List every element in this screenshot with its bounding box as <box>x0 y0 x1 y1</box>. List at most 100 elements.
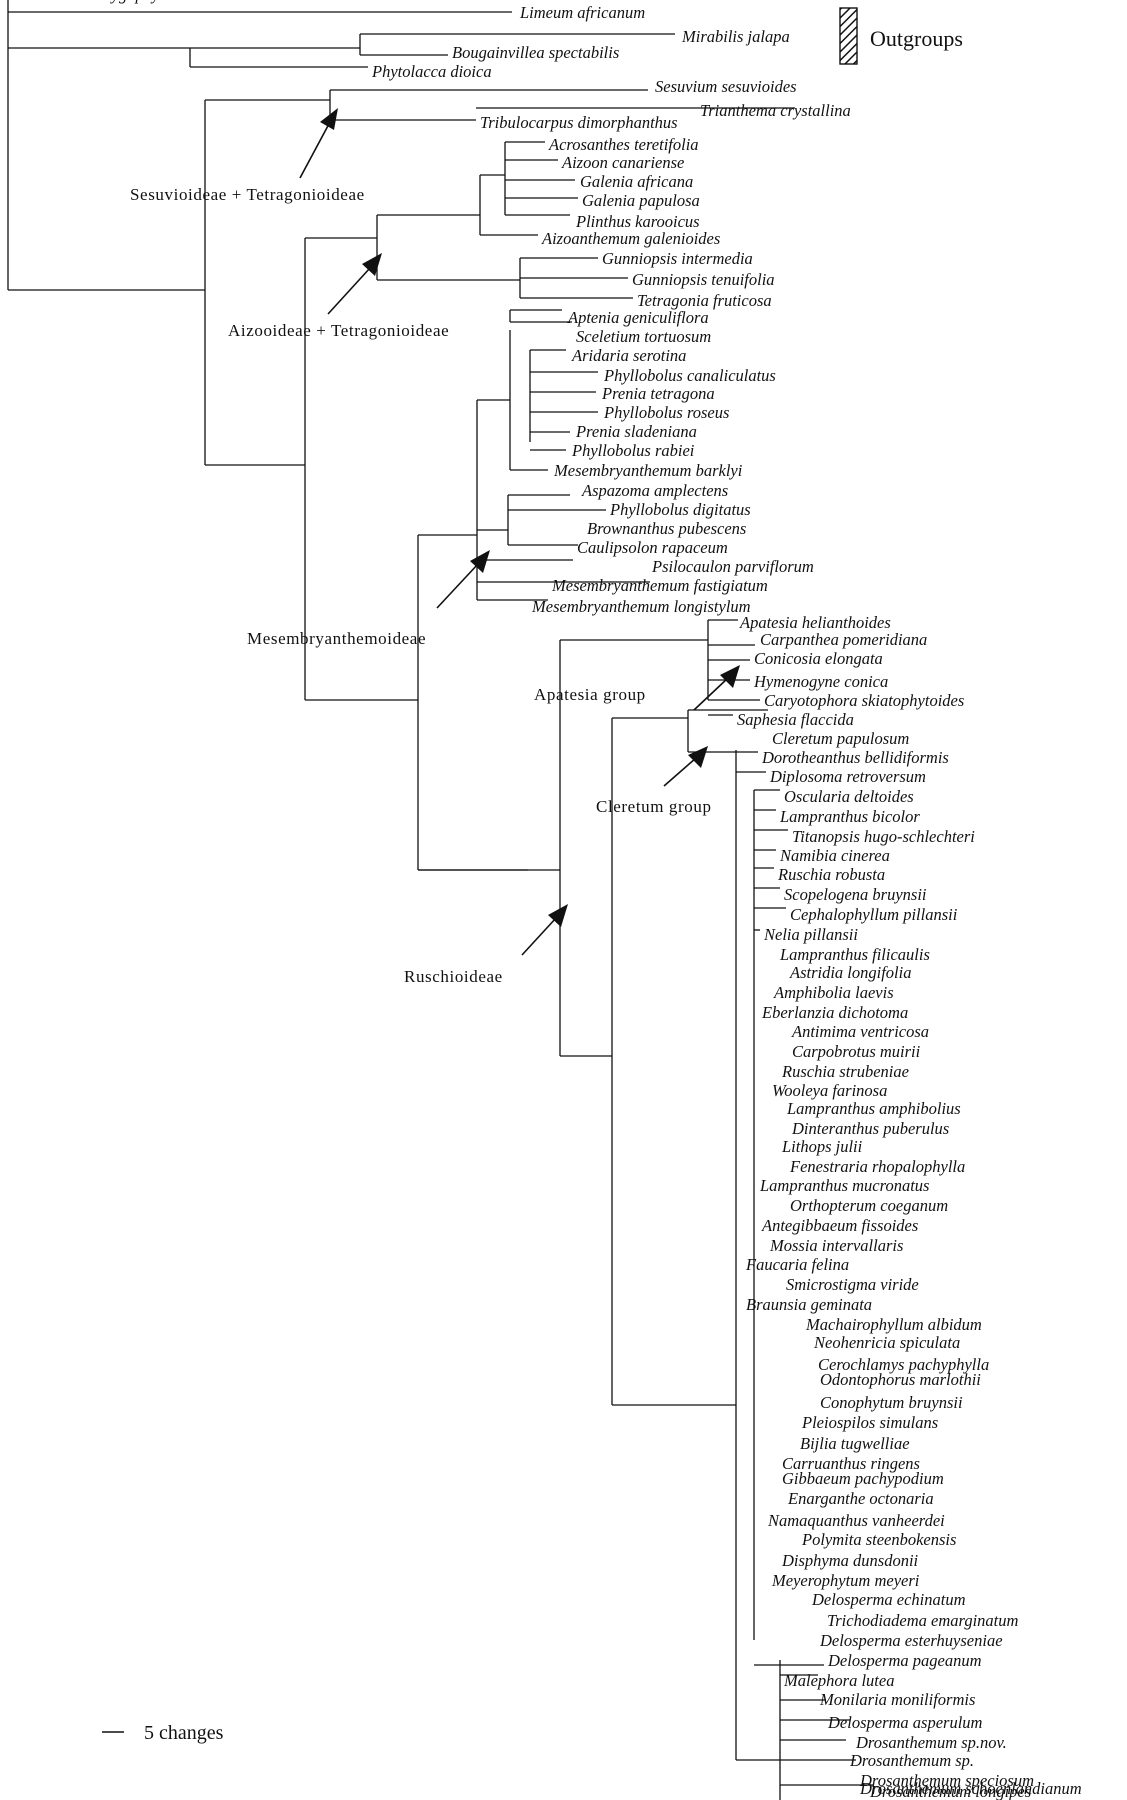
taxon-label: Phyllobolus digitatus <box>609 500 751 519</box>
taxon-label: Cerochlamys pachyphylla <box>818 1355 989 1374</box>
group-label-aizooideae: Aizooideae + Tetragonioideae <box>228 321 449 340</box>
arrow-cleretum <box>663 757 697 787</box>
taxon-label: Aizoon canariense <box>561 153 684 172</box>
taxon-label: Lithops julii <box>781 1137 863 1156</box>
taxon-label: Carpanthea pomeridiana <box>760 630 927 649</box>
group-label-apatesia: Apatesia group <box>534 685 646 704</box>
taxon-label: Nelia pillansii <box>763 925 858 944</box>
taxon-label: Prenia tetragona <box>601 384 715 403</box>
taxon-label: Carpobrotus muirii <box>792 1042 921 1061</box>
taxon-label: Oscularia deltoides <box>784 787 914 806</box>
taxon-label: Delosperma asperulum <box>827 1713 983 1732</box>
taxon-label: Delosperma esterhuyseniae <box>819 1631 1003 1650</box>
taxon-label: Lampranthus mucronatus <box>759 1176 929 1195</box>
taxon-label: Mesembryanthemum fastigiatum <box>551 576 768 595</box>
taxon-label: Delosperma pageanum <box>827 1651 982 1670</box>
taxon-label: Drosanthemum longipes <box>869 1782 1031 1800</box>
taxon-label: Caulipsolon rapaceum <box>577 538 728 557</box>
taxon-label: Pleiospilos simulans <box>801 1413 938 1432</box>
taxon-label: Conophytum bruynsii <box>820 1393 963 1412</box>
arrowhead-apatesia <box>720 665 740 688</box>
taxon-label: Aridaria serotina <box>571 346 686 365</box>
taxon-label: Antegibbaeum fissoides <box>761 1216 918 1235</box>
taxon-label: Trianthema crystallina <box>700 101 851 120</box>
taxon-label: Drosanthemum schoenlandianum <box>859 1779 1082 1798</box>
taxon-label: Monilaria moniliformis <box>819 1690 975 1709</box>
taxon-label: Apatesia helianthoides <box>739 613 891 632</box>
taxon-label: Delosperma echinatum <box>811 1590 966 1609</box>
taxon-label: Mossia intervallaris <box>769 1236 903 1255</box>
taxon-label: Aspazoma amplectens <box>581 481 728 500</box>
taxon-label: Orthopterum coeganum <box>790 1196 948 1215</box>
taxon-label: Gibbaeum pachypodium <box>782 1469 944 1488</box>
taxon-label: Trichodiadema emarginatum <box>827 1611 1019 1630</box>
group-label-ruschioideae: Ruschioideae <box>404 967 503 986</box>
taxon-label: Phyllobolus canaliculatus <box>603 366 776 385</box>
taxon-label: Aizoanthemum galenioides <box>541 229 720 248</box>
taxon-label: Disphyma dunsdonii <box>781 1551 919 1570</box>
outgroups-legend-swatch <box>839 7 858 65</box>
taxon-label: Drosanthemum sp. <box>849 1751 974 1770</box>
taxon-label: Acrosanthes teretifolia <box>548 135 699 154</box>
taxon-label: Psilocaulon parviflorum <box>651 557 814 576</box>
taxon-label: Lampranthus amphibolius <box>786 1099 961 1118</box>
taxon-label: Bougainvillea spectabilis <box>452 43 619 62</box>
taxon-label: Amphibolia laevis <box>773 983 894 1002</box>
scale-bar-label: 5 changes <box>144 1722 224 1744</box>
taxon-label: Gunniopsis tenuifolia <box>632 270 775 289</box>
taxon-label: Drosanthemum speciosum <box>859 1771 1034 1790</box>
taxon-label: Namibia cinerea <box>779 846 890 865</box>
taxon-label: Carruanthus ringens <box>782 1454 920 1473</box>
taxon-label: Enarganthe octonaria <box>787 1489 934 1508</box>
taxon-label: Antimima ventricosa <box>791 1022 929 1041</box>
arrow-mesembryanthemoideae <box>436 563 479 609</box>
taxon-label: Dorotheanthus bellidiformis <box>761 748 949 767</box>
taxon-label: Conicosia elongata <box>754 649 883 668</box>
taxon-label: Cleretum papulosum <box>772 729 909 748</box>
arrowhead-cleretum <box>688 746 708 768</box>
arrowhead-sesuvioideae <box>320 108 338 130</box>
taxon-label: Astridia longifolia <box>789 963 911 982</box>
outgroups-legend-label: Outgroups <box>870 26 963 51</box>
group-label-sesuvioideae: Sesuvioideae + Tetragonioideae <box>130 185 365 204</box>
taxon-label: Wooleya farinosa <box>772 1081 887 1100</box>
taxon-label: Machairophyllum albidum <box>805 1315 982 1334</box>
taxon-label: Ruschia strubeniae <box>781 1062 909 1081</box>
taxon-label: Drosanthemum sp.nov. <box>855 1733 1007 1752</box>
taxon-label: Titanopsis hugo-schlechteri <box>792 827 975 846</box>
taxon-label: Phyllobolus roseus <box>603 403 729 422</box>
taxon-label: Tribulocarpus dimorphanthus <box>480 113 678 132</box>
arrow-apatesia <box>693 677 729 711</box>
taxon-label: Odontophorus marlothii <box>820 1370 981 1389</box>
taxon-label: Galenia africana <box>580 172 693 191</box>
taxon-label: Sceletium tortuosum <box>576 327 711 346</box>
taxon-label: Mirabilis jalapa <box>681 27 790 46</box>
arrowhead-aizooideae <box>362 253 382 276</box>
taxon-label: Braunsia geminata <box>746 1295 872 1314</box>
arrow-aizooideae <box>327 267 371 315</box>
taxon-label: Brownanthus pubescens <box>587 519 746 538</box>
group-label-cleretum: Cleretum group <box>596 797 712 816</box>
taxon-label: Caryotophora skiatophytoides <box>764 691 964 710</box>
taxon-label: Limeum africanum <box>519 3 645 22</box>
taxon-label: Eberlanzia dichotoma <box>761 1003 908 1022</box>
taxon-label: Fenestraria rhopalophylla <box>789 1157 965 1176</box>
taxon-label: Bijlia tugwelliae <box>800 1434 910 1453</box>
arrowhead-mesembryanthemoideae <box>470 550 490 573</box>
group-label-mesembryanthemoideae: Mesembryanthemoideae <box>247 629 426 648</box>
taxon-label: Lampranthus filicaulis <box>779 945 930 964</box>
taxon-label: Galenia papulosa <box>582 191 700 210</box>
taxon-label: Dinteranthus puberulus <box>791 1119 949 1138</box>
taxon-label: Hymenogyne conica <box>753 672 888 691</box>
arrow-ruschioideae <box>521 917 557 956</box>
taxon-label: Aptenia geniculiflora <box>567 308 709 327</box>
taxon-label: Mesembryanthemum longistylum <box>531 597 751 616</box>
taxon-label: Sesuvium sesuvioides <box>655 77 797 96</box>
taxon-label: Ruschia robusta <box>777 865 885 884</box>
taxon-label: Drosanthemum zygophylloides <box>0 0 203 4</box>
taxon-label: Tetragonia fruticosa <box>637 291 772 310</box>
taxon-label: Smicrostigma viride <box>786 1275 919 1294</box>
taxon-label: Neohenricia spiculata <box>813 1333 960 1352</box>
